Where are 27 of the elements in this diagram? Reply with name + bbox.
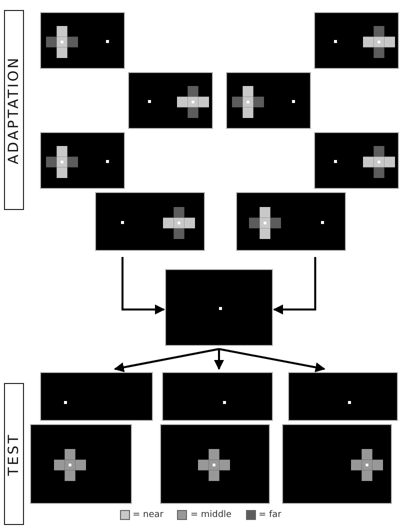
arrow: [273, 257, 316, 314]
label-box: [4, 383, 24, 525]
legend-text: = near: [132, 510, 164, 520]
stimulus-screen: [40, 132, 125, 189]
legend-text: = middle: [190, 510, 232, 520]
stimulus-screen: [288, 372, 398, 421]
arrow: [218, 348, 326, 372]
arrow: [214, 349, 224, 370]
stimulus-screen: [314, 12, 399, 69]
stimulus-screen: [162, 372, 273, 421]
stimulus-screen: [226, 72, 311, 129]
section-label: TEST: [6, 432, 22, 476]
arrow: [122, 257, 165, 314]
stimulus-screen: [30, 424, 132, 504]
stimulus-screen: [165, 269, 273, 346]
stimulus-screen: [128, 72, 213, 129]
stimulus-screen: [282, 424, 392, 504]
stimulus-screen: [40, 12, 125, 69]
stimulus-screen: [40, 372, 153, 421]
arrow: [114, 348, 220, 372]
stimulus-screen: [236, 192, 346, 251]
label-box: [4, 10, 24, 210]
stimulus-screen: [95, 192, 205, 251]
legend-text: = far: [258, 510, 282, 520]
stimulus-screen: [160, 424, 270, 504]
stimulus-screen: [314, 132, 399, 189]
section-label: ADAPTATION: [6, 56, 22, 164]
